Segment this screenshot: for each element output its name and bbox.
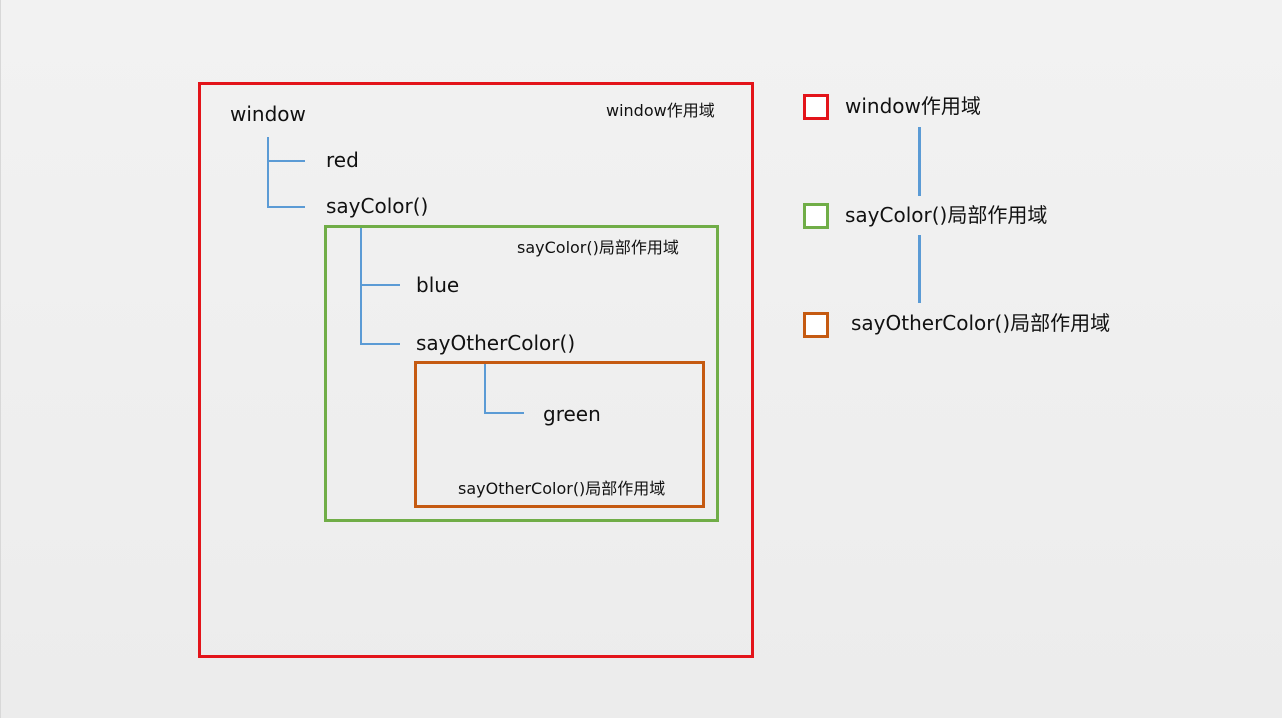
legend-connector-1 — [918, 127, 921, 196]
variable-green: green — [543, 402, 601, 426]
variable-blue: blue — [416, 273, 460, 297]
sayothercolor-scope-box — [414, 361, 705, 508]
saycolor-tree-trunk — [360, 228, 362, 345]
variable-red: red — [326, 148, 359, 172]
saycolor-branch-blue — [360, 284, 400, 286]
sayothercolor-tree-trunk — [484, 364, 486, 414]
sayothercolor-scope-label: sayOtherColor()局部作用域 — [458, 479, 666, 498]
saycolor-scope-label: sayColor()局部作用域 — [517, 238, 679, 257]
function-sayothercolor: sayOtherColor() — [416, 331, 576, 355]
window-branch-saycolor — [267, 206, 305, 208]
window-branch-red — [267, 160, 305, 162]
legend-connector-2 — [918, 235, 921, 303]
legend-sayothercolor-swatch — [803, 312, 829, 338]
window-scope-box — [198, 82, 754, 658]
window-tree-trunk — [267, 137, 269, 208]
legend-sayothercolor-label: sayOtherColor()局部作用域 — [851, 311, 1111, 335]
function-saycolor: sayColor() — [326, 194, 429, 218]
window-scope-label: window作用域 — [606, 101, 715, 120]
saycolor-branch-sayothercolor — [360, 343, 400, 345]
sayothercolor-branch-green — [484, 412, 524, 414]
legend-saycolor-swatch — [803, 203, 829, 229]
window-root-label: window — [230, 102, 306, 126]
saycolor-scope-box — [324, 225, 719, 522]
legend-window-swatch — [803, 94, 829, 120]
legend-window-label: window作用域 — [845, 94, 981, 118]
legend-saycolor-label: sayColor()局部作用域 — [845, 203, 1048, 227]
